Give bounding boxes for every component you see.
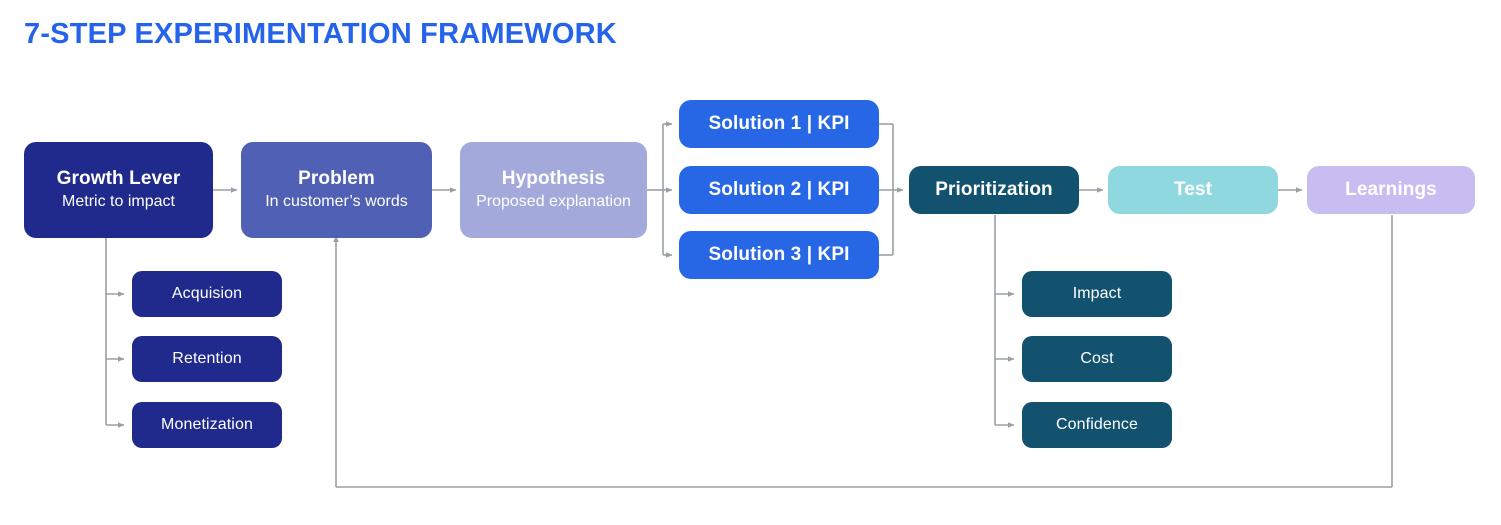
node-lever-acquisition-label: Acquision: [171, 284, 243, 302]
node-lever-monetization[interactable]: Monetization: [132, 402, 282, 448]
node-prioritization-title: Prioritization: [935, 178, 1053, 200]
node-hypothesis[interactable]: Hypothesis Proposed explanation: [460, 142, 647, 238]
node-hypothesis-subtitle: Proposed explanation: [476, 192, 631, 210]
node-lever-monetization-label: Monetization: [161, 415, 253, 433]
node-growth-lever[interactable]: Growth Lever Metric to impact: [24, 142, 213, 238]
node-prioritization[interactable]: Prioritization: [909, 166, 1079, 214]
node-problem-subtitle: In customer’s words: [265, 192, 408, 210]
page-title: 7-STEP EXPERIMENTATION FRAMEWORK: [24, 18, 617, 50]
node-problem[interactable]: Problem In customer’s words: [241, 142, 432, 238]
node-criteria-cost-label: Cost: [1080, 349, 1114, 367]
node-learnings[interactable]: Learnings: [1307, 166, 1475, 214]
node-lever-retention[interactable]: Retention: [132, 336, 282, 382]
node-criteria-impact-label: Impact: [1072, 284, 1122, 302]
node-hypothesis-title: Hypothesis: [501, 168, 606, 190]
node-solution-3-label: Solution 3 | KPI: [708, 243, 850, 265]
node-criteria-impact[interactable]: Impact: [1022, 271, 1172, 317]
node-criteria-confidence[interactable]: Confidence: [1022, 402, 1172, 448]
node-solution-1[interactable]: Solution 1 | KPI: [679, 100, 879, 148]
node-test-title: Test: [1173, 178, 1213, 200]
node-learnings-title: Learnings: [1345, 178, 1437, 200]
node-growth-lever-subtitle: Metric to impact: [62, 192, 175, 210]
node-criteria-cost[interactable]: Cost: [1022, 336, 1172, 382]
node-test[interactable]: Test: [1108, 166, 1278, 214]
node-solution-2-label: Solution 2 | KPI: [708, 178, 850, 200]
node-growth-lever-title: Growth Lever: [56, 168, 181, 190]
node-criteria-confidence-label: Confidence: [1056, 415, 1138, 433]
node-solution-2[interactable]: Solution 2 | KPI: [679, 166, 879, 214]
node-problem-title: Problem: [298, 168, 375, 190]
node-solution-1-label: Solution 1 | KPI: [708, 112, 850, 134]
node-solution-3[interactable]: Solution 3 | KPI: [679, 231, 879, 279]
node-lever-retention-label: Retention: [172, 349, 242, 367]
node-lever-acquisition[interactable]: Acquision: [132, 271, 282, 317]
